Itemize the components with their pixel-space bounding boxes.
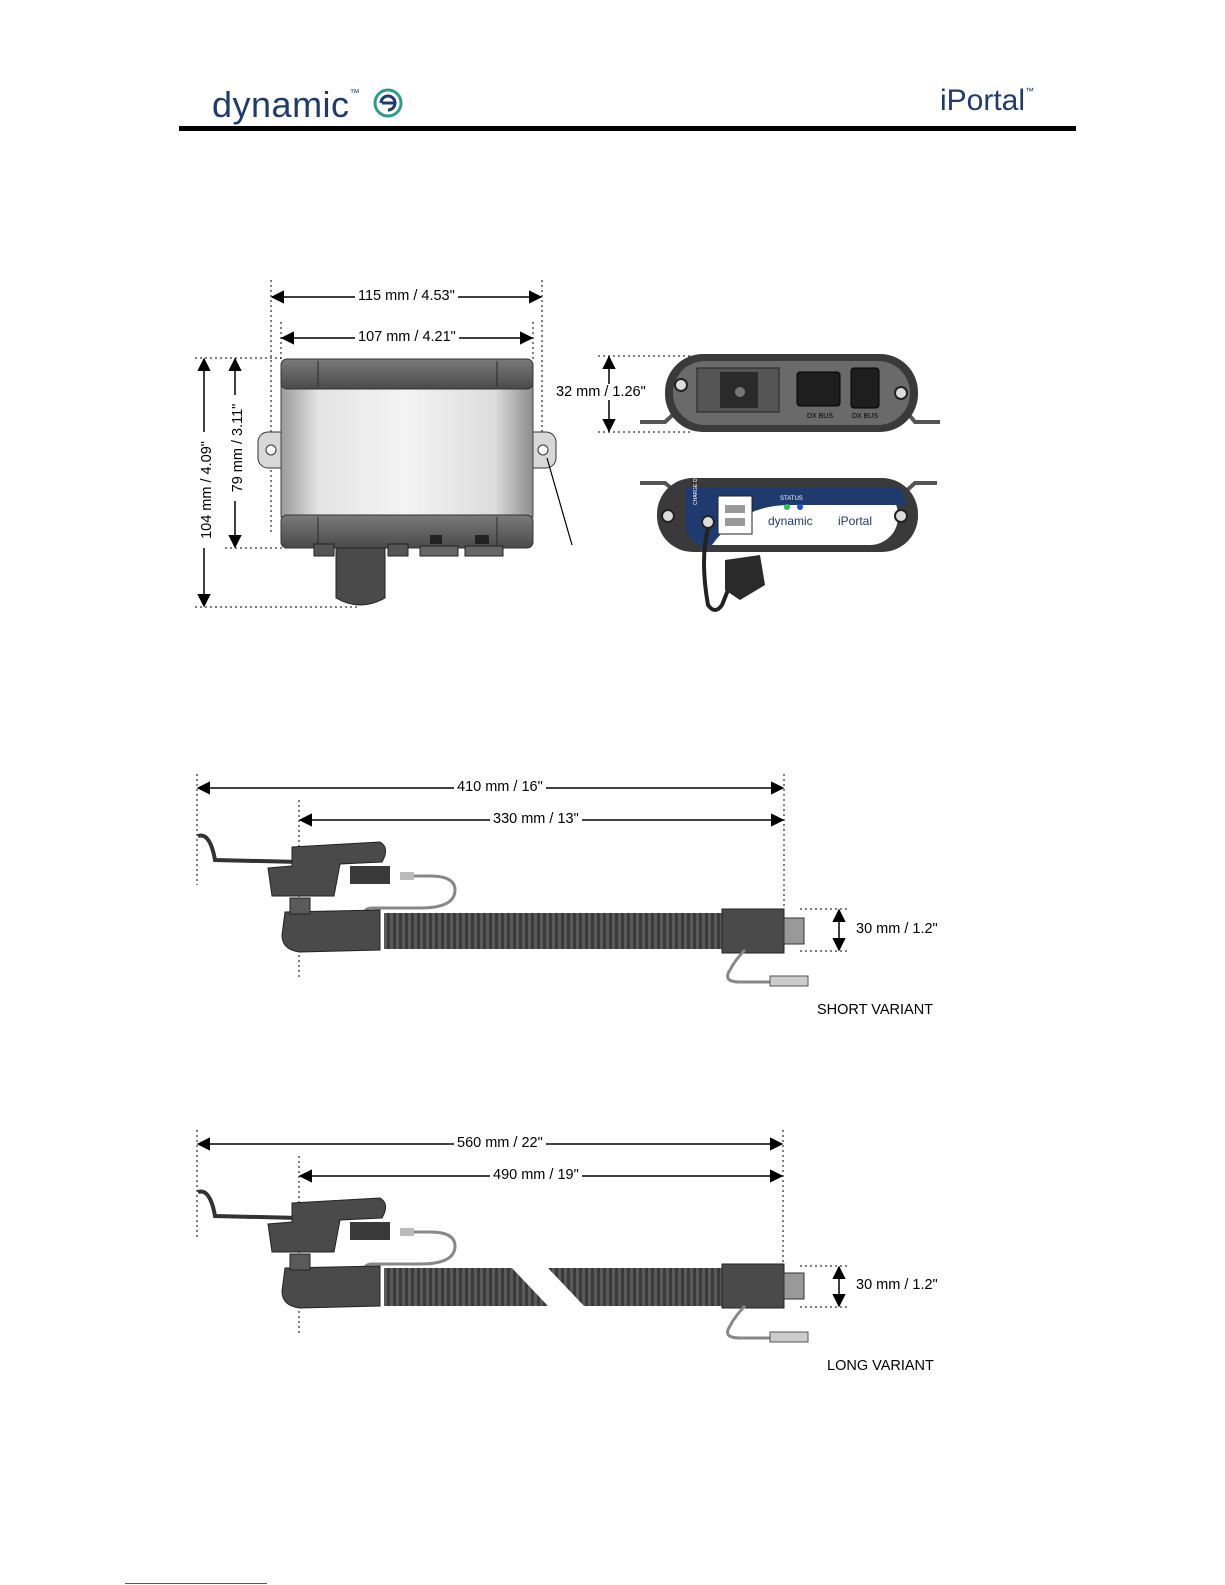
width-outer-dimension: 115 mm / 4.53"	[355, 288, 458, 304]
device-rear-view	[598, 354, 940, 432]
long-length-outer-dimension: 560 mm / 22"	[454, 1135, 546, 1151]
footer-link-underline[interactable]	[125, 1583, 267, 1584]
long-variant-drawing	[197, 1130, 850, 1342]
dx-bus-label: DX BUS	[807, 413, 833, 420]
short-diameter-dimension: 30 mm / 1.2"	[853, 921, 941, 937]
long-variant-label: LONG VARIANT	[827, 1358, 934, 1374]
height-inner-dimension: 79 mm / 3.11"	[230, 395, 246, 501]
height-outer-dimension: 104 mm / 4.09"	[199, 432, 215, 548]
device-brand-label: dynamic	[768, 514, 813, 528]
status-label: STATUS	[780, 496, 803, 502]
width-inner-dimension: 107 mm / 4.21"	[355, 329, 459, 345]
short-variant-drawing	[197, 774, 850, 986]
short-length-outer-dimension: 410 mm / 16"	[454, 779, 546, 795]
short-length-inner-dimension: 330 mm / 13"	[490, 811, 582, 827]
dx-bus-label: DX BUS	[852, 413, 878, 420]
long-diameter-dimension: 30 mm / 1.2"	[853, 1277, 941, 1293]
long-length-inner-dimension: 490 mm / 19"	[490, 1167, 582, 1183]
short-variant-label: SHORT VARIANT	[817, 1002, 933, 1018]
charge-only-label: CHARGE ONLY	[693, 468, 699, 505]
depth-dimension: 32 mm / 1.26"	[553, 384, 649, 400]
device-product-label: iPortal	[838, 514, 872, 528]
